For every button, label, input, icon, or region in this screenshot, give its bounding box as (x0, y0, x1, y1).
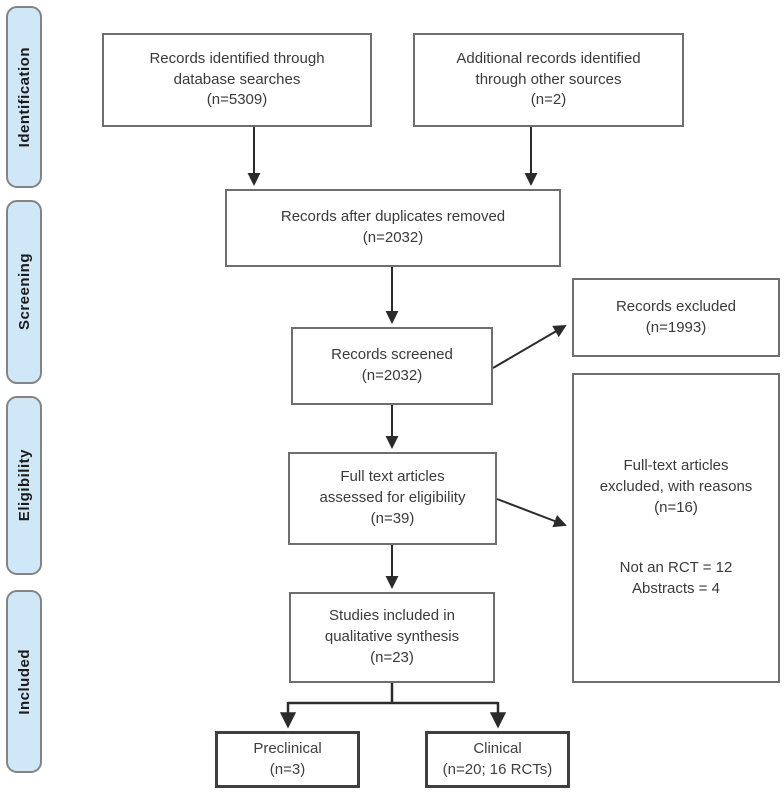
phase-screening-label: Screening (15, 253, 33, 331)
box-preclinical: Preclinical (n=3) (215, 731, 360, 788)
box-clinical: Clinical (n=20; 16 RCTs) (425, 731, 570, 788)
arrow-screened-to-excluded (492, 325, 567, 369)
box-qualitative-synthesis: Studies included in qualitative synthesi… (289, 592, 495, 683)
box-additional-records: Additional records identified through ot… (413, 33, 684, 127)
phase-identification: Identification (6, 6, 42, 188)
box-records-excluded: Records excluded (n=1993) (572, 278, 780, 357)
phase-included-label: Included (15, 648, 33, 715)
phase-included: Included (6, 590, 42, 773)
box-fulltext-excluded: Full-text articles excluded, with reason… (572, 373, 780, 683)
box-database-records: Records identified through database sear… (102, 33, 372, 127)
phase-eligibility-label: Eligibility (15, 449, 33, 522)
fulltext-excluded-reasons: Not an RCT = 12 Abstracts = 4 (619, 559, 733, 598)
box-fulltext-assessed: Full text articles assessed for eligibil… (288, 452, 497, 545)
box-records-screened: Records screened (n=2032) (291, 327, 493, 405)
split-connector (288, 683, 498, 705)
box-duplicates-removed: Records after duplicates removed (n=2032… (225, 189, 561, 267)
fulltext-excluded-heading: Full-text articles excluded, with reason… (599, 457, 753, 516)
phase-screening: Screening (6, 200, 42, 384)
phase-identification-label: Identification (15, 46, 33, 148)
arrow-fulltext-to-ftexcluded (496, 498, 567, 528)
phase-eligibility: Eligibility (6, 396, 42, 575)
